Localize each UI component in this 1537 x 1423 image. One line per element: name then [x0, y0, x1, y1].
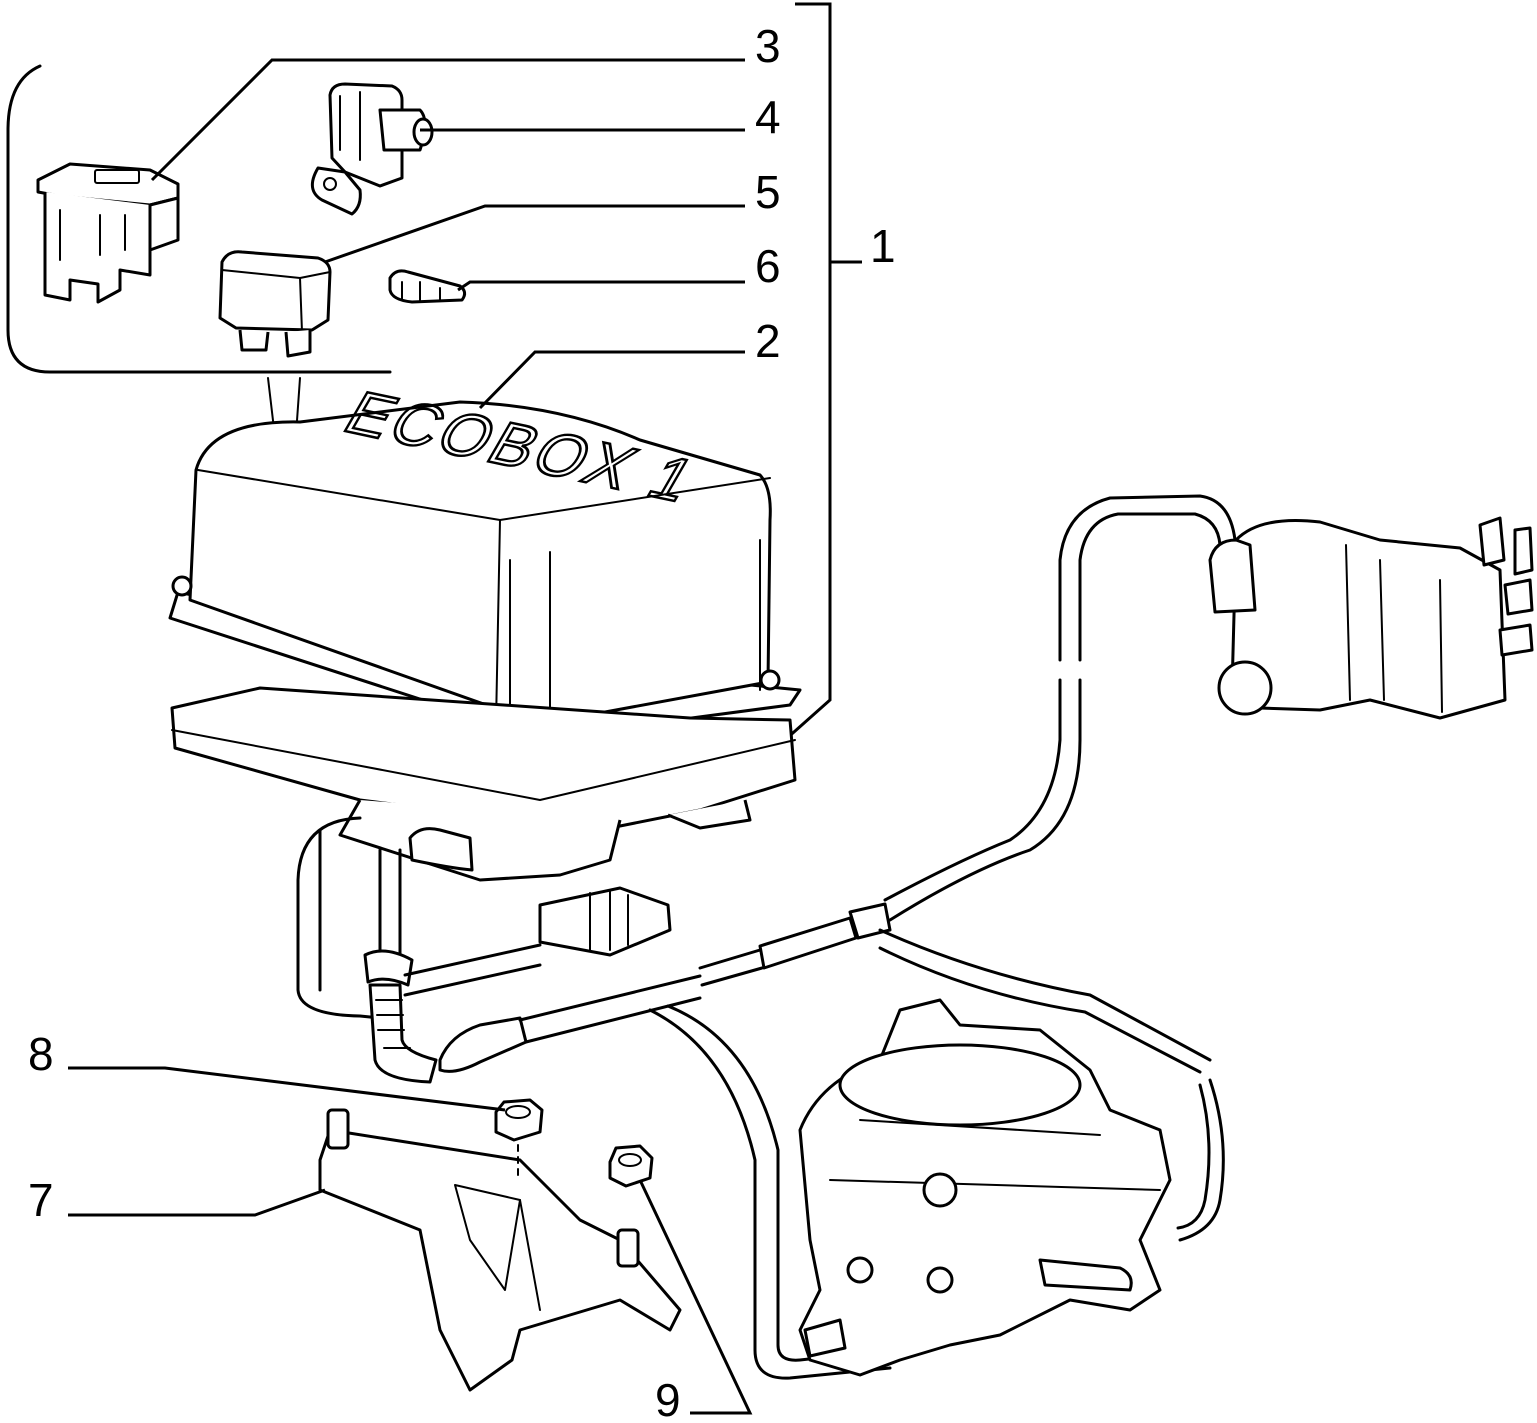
flange-nut-part — [608, 1144, 654, 1188]
callout-2: 2 — [755, 315, 781, 367]
kit-bracket — [784, 2, 862, 742]
distributor-part — [1208, 516, 1534, 720]
control-unit-box-part: ECOBOX 1 — [168, 378, 802, 740]
callout-8: 8 — [28, 1028, 54, 1080]
solenoid-valve-part — [310, 82, 434, 216]
leader-lines — [68, 58, 753, 1415]
wiring-harness — [296, 816, 672, 1084]
control-unit-base — [170, 686, 797, 882]
subassembly-outline — [6, 64, 392, 374]
callout-1: 1 — [870, 220, 896, 272]
callout-6: 6 — [755, 240, 781, 292]
relay-part — [218, 250, 332, 358]
callout-4: 4 — [755, 91, 781, 143]
nut-part — [494, 1098, 544, 1181]
callout-5: 5 — [755, 166, 781, 218]
fuse-holder-part — [36, 162, 180, 304]
carburettor-part — [798, 998, 1172, 1377]
vacuum-hoses — [438, 494, 1237, 1380]
callout-9: 9 — [655, 1374, 681, 1423]
sensor-connector-part — [388, 269, 467, 304]
callout-labels: 1 2 3 4 5 6 7 8 9 — [28, 20, 896, 1423]
callout-7: 7 — [28, 1174, 54, 1226]
callout-3: 3 — [755, 20, 781, 72]
mounting-bracket-part — [318, 1108, 682, 1392]
